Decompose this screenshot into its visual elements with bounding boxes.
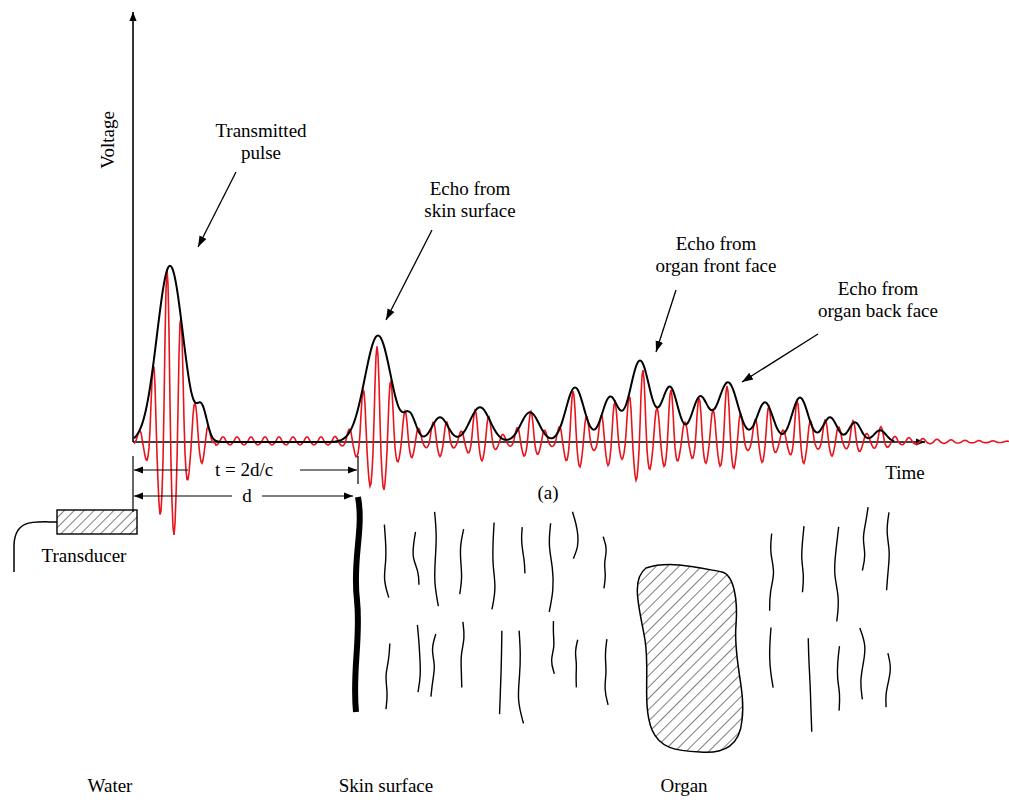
region-label: Skin surface [339, 775, 433, 797]
tissue-stroke [413, 532, 419, 585]
region-label: Organ [660, 775, 707, 797]
tissue-stroke [835, 527, 839, 621]
tissue-stroke [435, 512, 439, 606]
tissue-stroke [576, 640, 578, 688]
tissue-stroke [522, 527, 525, 573]
tissue-stroke [518, 631, 523, 724]
tissue-stroke [417, 625, 420, 692]
tissue-stroke [572, 512, 578, 559]
waveforms [134, 266, 1009, 535]
tissue-stroke [603, 537, 606, 589]
axis-label: Time [885, 462, 924, 484]
axis-label: Voltage [97, 111, 119, 169]
tissue-stroke [802, 526, 804, 592]
callout-label: Echo from skin surface [419, 178, 521, 222]
tissue-texture [384, 507, 890, 732]
tissue-stroke [386, 644, 390, 710]
organ-shape [637, 565, 742, 753]
envelope-signal [134, 266, 894, 442]
tissue-stroke [837, 646, 839, 711]
transducer-body [57, 510, 137, 534]
part-label: Transducer [42, 545, 127, 567]
tissue-stroke [887, 512, 890, 590]
region-label: Water [88, 775, 133, 797]
figure-label: (a) [537, 482, 558, 504]
time-dimension [133, 456, 358, 484]
tissue-stroke [461, 622, 464, 688]
callout-label: Echo from organ back face [814, 278, 942, 322]
tissue-stroke [492, 523, 495, 610]
tissue-stroke [808, 638, 811, 731]
tissue-stroke [862, 507, 868, 570]
tissue-stroke [500, 631, 502, 714]
tissue-stroke [549, 523, 553, 612]
tissue-stroke [770, 627, 773, 687]
tissue-stroke [552, 621, 555, 674]
tissue-stroke [860, 628, 865, 699]
tissue-stroke [605, 639, 608, 705]
callout-label: Echo from organ front face [652, 233, 780, 277]
rf-signal [134, 270, 1009, 535]
tissue-stroke [384, 525, 388, 598]
distance-dimension [133, 484, 353, 512]
tissue-stroke [460, 529, 464, 594]
dimension-label: d [239, 485, 255, 507]
dimension-label: t = 2d/c [212, 459, 276, 481]
tissue-stroke [886, 653, 890, 707]
tissue-stroke [770, 534, 774, 611]
leader-arrows [198, 172, 818, 382]
voltage-axis [132, 12, 134, 442]
skin-surface-line [355, 497, 360, 712]
tissue-stroke [431, 634, 436, 697]
callout-label: Transmitted pulse [211, 120, 311, 164]
